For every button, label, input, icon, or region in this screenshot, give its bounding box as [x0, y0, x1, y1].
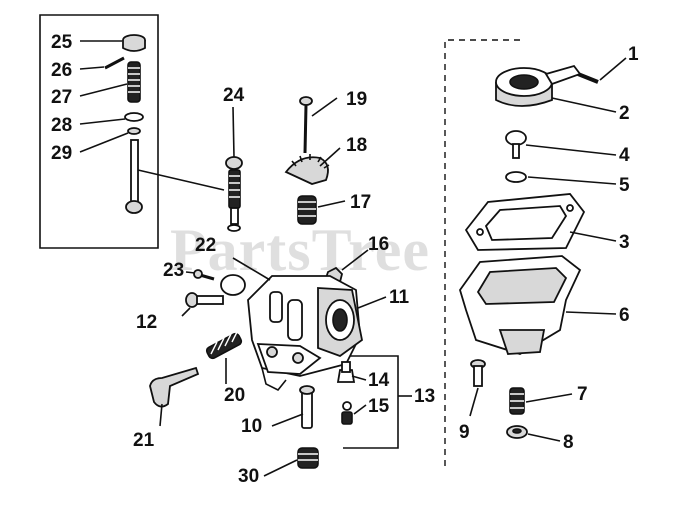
callout-17: 17 [350, 192, 371, 213]
callout-29: 29 [51, 143, 72, 164]
callout-13: 13 [414, 386, 435, 407]
callout-24: 24 [223, 85, 245, 106]
leader-lines [79, 40, 627, 477]
callout-10: 10 [241, 416, 262, 437]
part-17-spring [297, 195, 317, 225]
part-28-washer [124, 112, 144, 122]
callout-20: 20 [224, 385, 245, 406]
part-29-washer [127, 127, 141, 135]
part-8-plug [506, 425, 528, 439]
callout-7: 7 [577, 384, 588, 405]
callout-27: 27 [51, 87, 72, 108]
watermark: PartsTree [170, 217, 430, 283]
part-19-screw [299, 96, 313, 154]
part-14-inlet-needle [336, 361, 356, 383]
part-20-spring [205, 329, 243, 360]
callout-28: 28 [51, 115, 72, 136]
callout-21: 21 [133, 430, 155, 451]
part-11-carburetor-body [247, 275, 363, 392]
callout-26: 26 [51, 60, 72, 81]
callout-8: 8 [563, 432, 574, 453]
callout-12: 12 [136, 312, 157, 333]
callout-23: 23 [163, 260, 184, 281]
part-23-screw [193, 269, 215, 281]
plunger-rod [125, 139, 143, 214]
callout-1: 1 [628, 44, 639, 65]
part-9-bowl-screw [470, 359, 486, 387]
callout-14: 14 [368, 370, 390, 391]
callout-9: 9 [459, 422, 470, 443]
part-30-spring [297, 447, 319, 469]
part-26-pin [104, 56, 125, 70]
part-25-cap [122, 34, 146, 52]
callout-4: 4 [619, 145, 630, 166]
inset-frame [39, 14, 159, 249]
callout-22: 22 [195, 235, 216, 256]
part-18-cam [284, 154, 330, 185]
callout-11: 11 [389, 287, 410, 308]
assembly-dashed-line [444, 39, 520, 470]
part-3-gasket [464, 193, 586, 251]
callout-5: 5 [619, 175, 630, 196]
part-2-float [495, 64, 582, 107]
part-1-pin [577, 72, 599, 84]
callout-3: 3 [619, 232, 630, 253]
callout-19: 19 [346, 89, 367, 110]
callout-18: 18 [346, 135, 367, 156]
part-21-lever [149, 366, 200, 408]
callout-30: 30 [238, 466, 259, 487]
callout-25: 25 [51, 32, 73, 53]
part-6-float-bowl [459, 255, 582, 355]
part-22-welch-plug [220, 274, 246, 296]
callout-2: 2 [619, 103, 630, 124]
part-4-float-needle [505, 130, 527, 159]
part-27-spring [127, 61, 141, 103]
part-7-spring [509, 387, 525, 415]
part-10-shaft [299, 385, 315, 429]
part-5-washer [505, 171, 527, 183]
callout-15: 15 [368, 396, 390, 417]
bracket-13 [330, 355, 399, 449]
part-15-needle-seat [341, 401, 353, 425]
callout-labels: 25 26 27 28 29 24 19 18 17 16 22 23 12 1… [51, 32, 639, 487]
callout-6: 6 [619, 305, 630, 326]
callout-16: 16 [368, 234, 389, 255]
part-12-screw [185, 292, 224, 308]
